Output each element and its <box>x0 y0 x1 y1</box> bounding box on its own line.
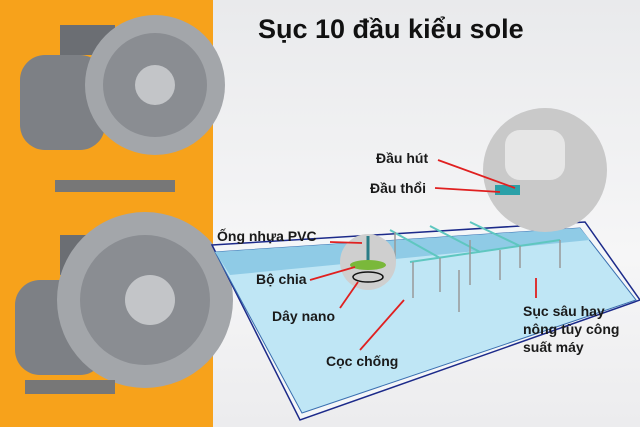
label-blow-head: Đầu thổi <box>370 180 426 196</box>
pool-wall-shade <box>215 228 590 275</box>
blower-bottom-image <box>15 212 233 394</box>
page-title: Sục 10 đầu kiểu sole <box>258 14 524 44</box>
label-depth-note: Sục sâu hay nông tùy công suất máy <box>523 303 620 355</box>
stakes <box>394 232 561 312</box>
blower-top-image <box>20 15 225 192</box>
blower-inset <box>483 108 607 232</box>
label-nano-hose: Dây nano <box>272 308 336 324</box>
label-suction-head: Đầu hút <box>376 150 429 166</box>
pipe-network <box>389 221 561 263</box>
label-support-stake: Cọc chống <box>326 353 399 369</box>
splitter-inset <box>340 234 396 290</box>
label-pvc-pipe: Ống nhựa PVC <box>217 228 317 244</box>
label-splitter: Bộ chia <box>256 271 307 287</box>
pointer-arrows <box>309 159 537 351</box>
